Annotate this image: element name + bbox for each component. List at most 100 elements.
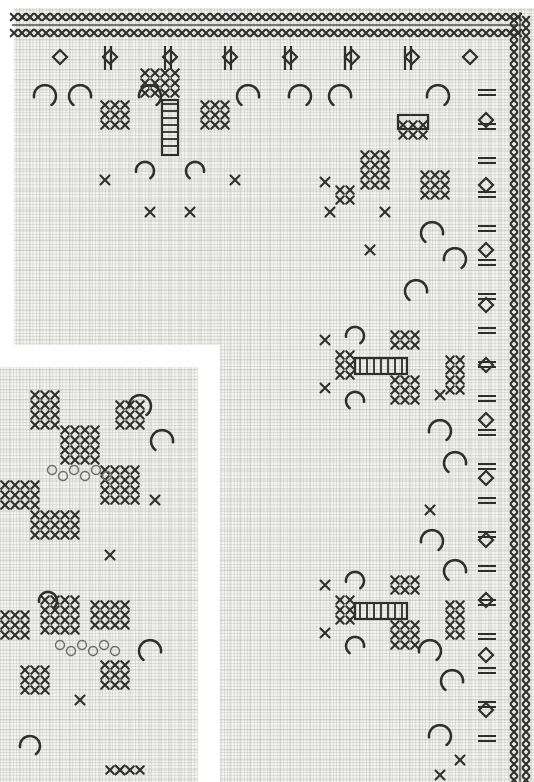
bar-motif <box>478 328 496 333</box>
border-right-stitch <box>511 401 518 408</box>
border-right-stitch <box>511 89 518 96</box>
bar-motif <box>478 192 496 197</box>
inset-right-margin <box>198 345 220 782</box>
block-stitch <box>51 391 59 399</box>
block-stitch <box>41 401 49 409</box>
left-margin-strip <box>0 0 14 345</box>
border-right-stitch <box>511 729 518 736</box>
border-right-stitch <box>523 553 530 560</box>
block-stitch <box>51 531 59 539</box>
border-top-stitch <box>379 14 386 21</box>
border-top-stitch <box>91 14 98 21</box>
bar-motif <box>478 736 496 741</box>
border-right-stitch <box>511 409 518 416</box>
block-stitch <box>31 531 39 539</box>
border-top-stitch <box>211 14 218 21</box>
border-right-stitch <box>511 553 518 560</box>
block-stitch <box>391 331 399 339</box>
block-stitch <box>41 391 49 399</box>
border-top-stitch <box>59 14 66 21</box>
block-stitch <box>21 621 29 629</box>
border-right-stitch <box>523 777 530 782</box>
eyelet-motif <box>100 641 109 650</box>
border-top-stitch <box>475 14 482 21</box>
block-stitch <box>391 341 399 349</box>
border-right-stitch <box>511 441 518 448</box>
eyelet-motif <box>78 641 87 650</box>
inset-block <box>21 666 49 694</box>
top-flower-block <box>201 101 229 129</box>
border-right-stitch <box>511 641 518 648</box>
border-right-stitch <box>511 201 518 208</box>
border-right-stitch <box>511 433 518 440</box>
eyelet-motif <box>111 647 120 656</box>
border-right-stitch <box>511 721 518 728</box>
block-stitch <box>11 611 19 619</box>
border-right-stitch <box>511 705 518 712</box>
border-right-stitch <box>511 209 518 216</box>
bar-motif <box>478 668 496 673</box>
border-right-stitch <box>523 81 530 88</box>
top-margin-strip <box>0 0 534 8</box>
border-top-stitch <box>363 14 370 21</box>
bar-motif <box>478 294 496 299</box>
side-flower-upper <box>336 351 354 379</box>
border-right-stitch <box>511 265 518 272</box>
block-stitch <box>41 521 49 529</box>
block-stitch <box>61 511 69 519</box>
border-right-stitch <box>511 489 518 496</box>
block-stitch <box>11 621 19 629</box>
border-right-stitch <box>523 321 530 328</box>
block-stitch <box>11 631 19 639</box>
border-right-stitch <box>511 505 518 512</box>
border-right-stitch <box>511 345 518 352</box>
block-stitch <box>361 181 369 189</box>
border-right-stitch <box>511 225 518 232</box>
bar-motif <box>478 498 496 503</box>
block-stitch <box>1 631 9 639</box>
border-right-stitch <box>511 113 518 120</box>
border-top-stitch <box>43 14 50 21</box>
border-right-stitch <box>523 49 530 56</box>
bar-motif <box>478 464 496 469</box>
border-right-stitch <box>523 721 530 728</box>
border-right-stitch <box>511 313 518 320</box>
block-stitch <box>31 521 39 529</box>
block-stitch <box>31 401 39 409</box>
block-stitch <box>31 391 39 399</box>
border-right-stitch <box>511 473 518 480</box>
border-right-stitch <box>511 529 518 536</box>
block-stitch <box>201 121 209 129</box>
accent-star <box>321 384 330 393</box>
bar-motif <box>478 158 496 163</box>
block-stitch <box>71 511 79 519</box>
border-top-stitch <box>395 14 402 21</box>
border-right-stitch <box>523 593 530 600</box>
border-right-stitch <box>523 529 530 536</box>
border-right-stitch <box>523 473 530 480</box>
border-right-stitch <box>511 121 518 128</box>
border-right-stitch <box>523 609 530 616</box>
border-right-stitch <box>523 505 530 512</box>
block-stitch <box>121 681 129 689</box>
border-right-stitch <box>523 241 530 248</box>
border-right-stitch <box>511 561 518 568</box>
block-stitch <box>401 331 409 339</box>
border-right-stitch <box>523 353 530 360</box>
border-top-stitch <box>235 14 242 21</box>
border-top-stitch <box>243 14 250 21</box>
border-right-stitch <box>523 665 530 672</box>
border-right-stitch <box>511 49 518 56</box>
border-right-stitch <box>511 769 518 776</box>
border-right-stitch <box>523 705 530 712</box>
border-right-stitch <box>511 353 518 360</box>
border-top-stitch <box>131 14 138 21</box>
block-stitch <box>399 121 407 129</box>
side-swirl <box>346 637 364 653</box>
border-top-stitch <box>355 14 362 21</box>
block-stitch <box>121 611 129 619</box>
border-top-stitch <box>331 14 338 21</box>
block-stitch <box>51 511 59 519</box>
block-stitch <box>21 611 29 619</box>
